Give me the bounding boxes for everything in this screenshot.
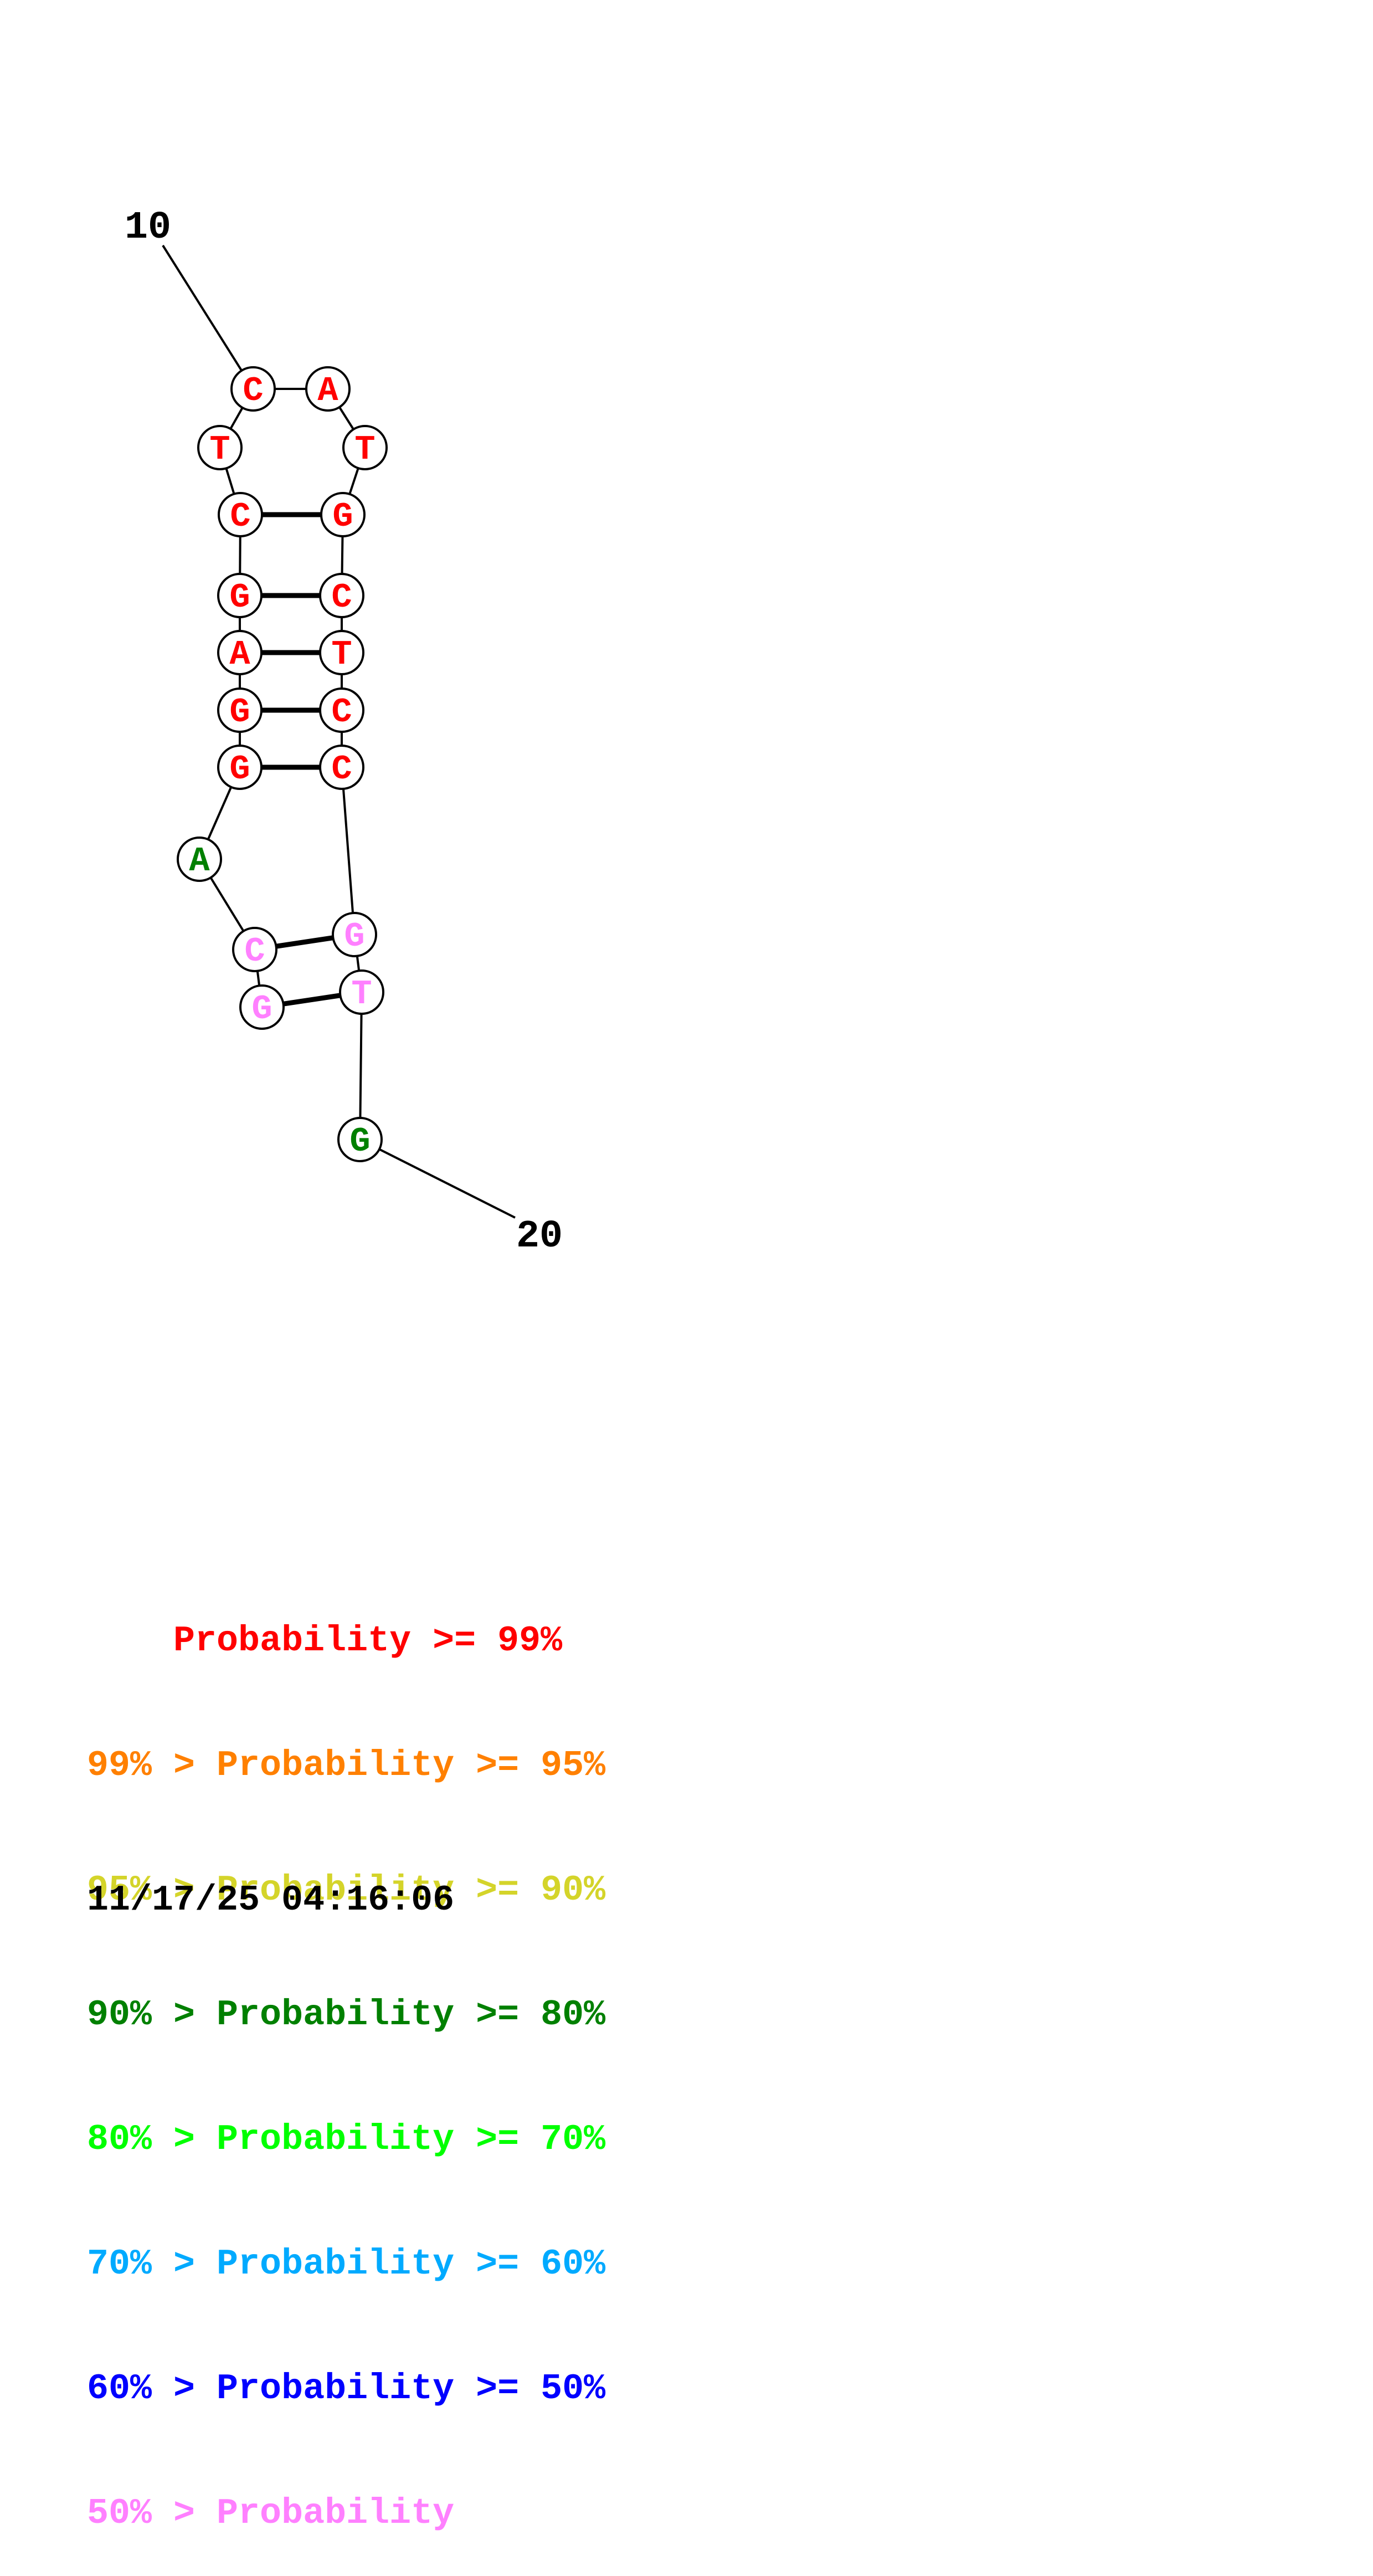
nucleotide-base: T	[209, 430, 230, 469]
nucleotide-node: C	[319, 745, 364, 790]
backbone-line	[162, 244, 254, 390]
nucleotide-circle	[177, 837, 222, 882]
nucleotide-node: T	[339, 969, 384, 1015]
nucleotide-node: G	[332, 912, 377, 957]
nucleotide-node: A	[177, 837, 222, 882]
legend-row: 95% > Probability >= 90%	[87, 1870, 605, 1911]
nucleotide-circle	[217, 573, 263, 618]
legend-prefix: 95% >	[87, 1870, 217, 1911]
nucleotide-circle	[342, 425, 388, 470]
nucleotide-circle	[217, 745, 263, 790]
nucleotide-base: G	[251, 989, 272, 1029]
nucleotide-node: G	[217, 687, 263, 733]
nucleotide-base: G	[229, 750, 250, 789]
nucleotide-circle	[218, 492, 263, 537]
legend-prefix: 80% >	[87, 2119, 217, 2160]
legend-prefix: 60% >	[87, 2368, 217, 2409]
nucleotide-node: G	[320, 492, 366, 537]
legend-prefix: 90% >	[87, 1994, 217, 2035]
nucleotide-circle	[217, 687, 263, 733]
nucleotide-base: A	[317, 371, 338, 410]
end-position-label: 20	[516, 1215, 563, 1259]
legend-row: 99% > Probability >= 95%	[87, 1745, 605, 1787]
legend-row: Probability >= 99%	[87, 1620, 605, 1662]
nucleotide-base: A	[229, 635, 250, 674]
legend-text: Probability >= 95%	[217, 1745, 606, 1786]
legend-row: 90% > Probability >= 80%	[87, 1994, 605, 2036]
nucleotide-node: C	[232, 927, 277, 972]
nucleotide-base: T	[354, 430, 375, 469]
backbone-line	[341, 767, 356, 935]
nucleotide-circle	[232, 927, 277, 972]
legend-prefix: 99% >	[87, 1745, 217, 1786]
legend-row: 80% > Probability >= 70%	[87, 2119, 605, 2161]
nucleotide-node: C	[218, 492, 263, 537]
nucleotide-base: C	[331, 750, 352, 789]
nucleotide-node: T	[319, 630, 364, 675]
legend-prefix: 50% >	[87, 2493, 217, 2534]
legend-text: Probability >= 80%	[217, 1994, 606, 2035]
legend-text: Probability	[217, 2493, 455, 2534]
nucleotide-base: C	[331, 578, 352, 617]
nucleotide-node: G	[337, 1117, 383, 1162]
legend-row: 50% > Probability	[87, 2493, 605, 2534]
nucleotide-circle	[217, 630, 263, 675]
nucleotide-circle	[230, 366, 276, 412]
nucleotide-base: C	[244, 932, 265, 971]
legend-prefix	[87, 1620, 173, 1661]
legend-text: Probability >= 60%	[217, 2244, 606, 2285]
nucleotide-base: C	[230, 497, 250, 536]
nucleotide-base: G	[332, 497, 353, 536]
nucleotide-node: G	[217, 745, 263, 790]
nucleotide-node: C	[319, 687, 364, 733]
nucleotide-circle	[319, 573, 364, 618]
legend-text: Probability >= 99%	[173, 1620, 563, 1661]
legend-text: Probability >= 50%	[217, 2368, 606, 2409]
nucleotide-base: G	[229, 578, 250, 617]
nucleotide-node: T	[342, 425, 388, 470]
nucleotide-base: T	[351, 974, 372, 1014]
nucleotide-circle	[339, 969, 384, 1015]
nucleotide-circle	[319, 745, 364, 790]
legend-row: 60% > Probability >= 50%	[87, 2368, 605, 2410]
nucleotide-base: C	[331, 692, 352, 732]
legend-prefix: 70% >	[87, 2244, 217, 2285]
nucleotide-base: G	[229, 692, 250, 732]
nucleotide-circle	[319, 687, 364, 733]
nucleotide-node: C	[230, 366, 276, 412]
timestamp: 11/17/25 04:16:06	[87, 1880, 455, 1921]
nucleotide-circle	[305, 366, 351, 412]
nucleotide-node: A	[305, 366, 351, 412]
nucleotide-circle	[319, 630, 364, 675]
backbone-line	[359, 1138, 516, 1219]
nucleotide-circle	[239, 984, 285, 1030]
legend-text: Probability >= 90%	[217, 1870, 606, 1911]
legend-text: Probability >= 70%	[217, 2119, 606, 2160]
nucleotide-node: C	[319, 573, 364, 618]
nucleotide-base: T	[331, 635, 352, 674]
nucleotide-node: A	[217, 630, 263, 675]
nucleotide-circle	[337, 1117, 383, 1162]
backbone-line	[359, 992, 363, 1140]
nucleotide-circle	[197, 425, 243, 470]
start-position-label: 10	[125, 206, 171, 250]
probability-legend: Probability >= 99% 99% > Probability >= …	[87, 1537, 605, 2576]
nucleotide-base: C	[243, 371, 263, 410]
nucleotide-node: G	[217, 573, 263, 618]
nucleotide-base: A	[189, 841, 210, 881]
nucleotide-circle	[332, 912, 377, 957]
nucleotide-node: G	[239, 984, 285, 1030]
nucleotide-node: T	[197, 425, 243, 470]
nucleotide-circle	[320, 492, 366, 537]
nucleotide-base: G	[344, 917, 364, 956]
nucleotide-base: G	[349, 1122, 370, 1161]
legend-row: 70% > Probability >= 60%	[87, 2244, 605, 2285]
